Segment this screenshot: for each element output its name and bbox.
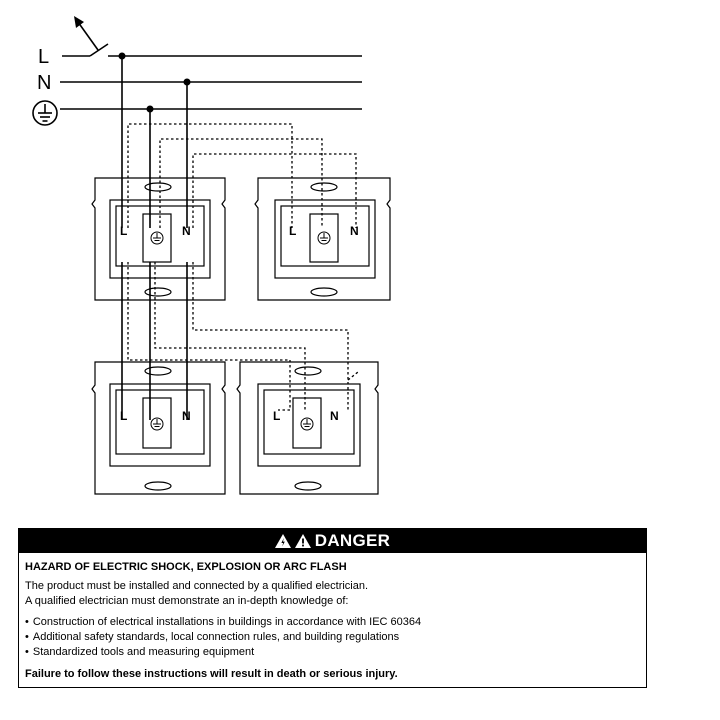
loop-phase-top bbox=[127, 123, 293, 228]
danger-header: DANGER bbox=[19, 529, 646, 553]
switch-actuator bbox=[77, 21, 99, 51]
earth-terminal-icon bbox=[300, 417, 314, 431]
neutral-label: N bbox=[37, 72, 51, 94]
junction-earth bbox=[146, 105, 154, 113]
earth-terminal-icon bbox=[150, 417, 164, 431]
protective-earth-icon bbox=[32, 100, 58, 126]
switch-blade bbox=[89, 43, 109, 57]
loop-earth-top bbox=[159, 138, 323, 228]
device-frame-bottom-left bbox=[91, 361, 226, 495]
requirements-list: Construction of electrical installations… bbox=[25, 615, 640, 660]
earth-terminal-icon bbox=[317, 231, 331, 245]
intro-line: A qualified electrician must demonstrate… bbox=[25, 595, 349, 607]
list-item: Standardized tools and measuring equipme… bbox=[25, 645, 640, 660]
junction-neutral bbox=[183, 78, 191, 86]
terminal-label: N bbox=[350, 224, 359, 238]
loop-neutral-bottom-ext bbox=[347, 371, 359, 381]
terminal-label: L bbox=[120, 224, 127, 238]
loop-neutral-bottom bbox=[192, 262, 349, 412]
hazard-title: HAZARD OF ELECTRIC SHOCK, EXPLOSION OR A… bbox=[25, 561, 347, 573]
terminal-label: N bbox=[182, 409, 191, 423]
actuator-arrowhead bbox=[74, 16, 84, 28]
terminal-label: L bbox=[120, 409, 127, 423]
terminal-label: L bbox=[273, 409, 280, 423]
terminal-label: L bbox=[289, 224, 296, 238]
device-frame-top-right bbox=[254, 177, 391, 301]
loop-phase-bottom bbox=[127, 262, 291, 411]
phase-label: L bbox=[38, 46, 49, 68]
loop-earth-bottom bbox=[154, 262, 306, 412]
signal-word: DANGER bbox=[314, 531, 391, 550]
device-frame-bottom-right bbox=[236, 361, 379, 495]
earth-terminal-icon bbox=[150, 231, 164, 245]
warning-triangle-icon bbox=[294, 534, 311, 548]
terminal-label: N bbox=[182, 224, 191, 238]
loop-neutral-top bbox=[192, 153, 357, 228]
list-item: Construction of electrical installations… bbox=[25, 615, 640, 630]
list-item: Additional safety standards, local conne… bbox=[25, 630, 640, 645]
danger-notice: DANGER HAZARD OF ELECTRIC SHOCK, EXPLOSI… bbox=[18, 528, 647, 688]
intro-line: The product must be installed and connec… bbox=[25, 580, 369, 592]
junction-phase bbox=[118, 52, 126, 60]
electric-hazard-icon bbox=[274, 534, 291, 548]
device-frame-top-left bbox=[91, 177, 226, 301]
terminal-label: N bbox=[330, 409, 339, 423]
wiring-diagram: L N L N L N L N L N bbox=[32, 16, 391, 495]
consequence-statement: Failure to follow these instructions wil… bbox=[25, 668, 398, 680]
